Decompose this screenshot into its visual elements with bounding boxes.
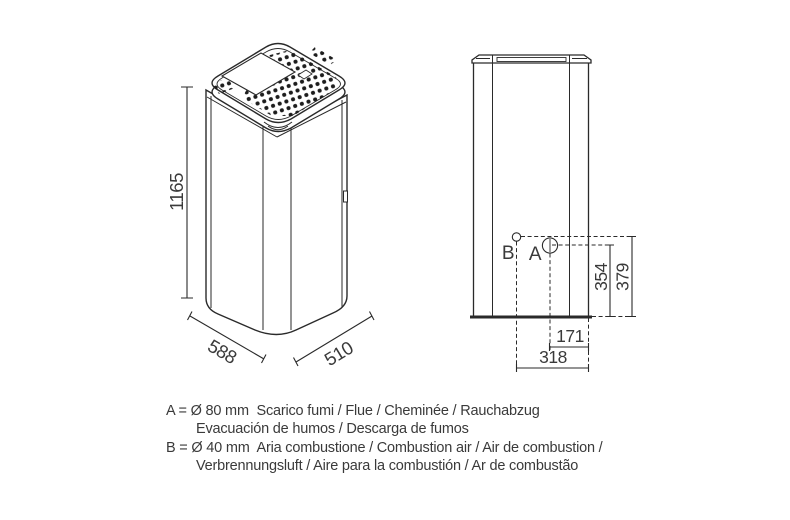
port-a-label: A <box>529 244 542 265</box>
dim-width-value: 588 <box>204 335 240 368</box>
dim-354-line <box>606 244 614 318</box>
iso-top-cap <box>211 42 346 133</box>
rear-body-lines <box>472 63 590 316</box>
dim-width-line <box>187 311 267 364</box>
rear-view: B A 354 379 <box>470 54 636 372</box>
rear-body <box>470 63 592 319</box>
dim-354-value: 354 <box>591 262 611 290</box>
dim-379-value: 379 <box>613 263 633 291</box>
rear-cap-dividers <box>492 55 570 63</box>
dim-171-value: 171 <box>556 326 584 346</box>
cap-rear-vent-patch <box>309 47 337 65</box>
rear-top-cap <box>471 54 592 64</box>
rear-dim-a-height: 354 <box>591 244 614 318</box>
port-b-label: B <box>502 243 514 264</box>
iso-door-latch <box>343 190 348 203</box>
iso-body-shoulder-lines <box>206 96 347 138</box>
rear-dim-a-offset: 171 <box>548 326 590 351</box>
rear-body-panel-lines <box>492 63 570 316</box>
rear-cap-outline <box>471 54 592 64</box>
cap-lid-tab <box>297 69 313 80</box>
dim-height-line <box>181 86 193 299</box>
iso-dim-height: 1165 <box>166 86 193 299</box>
cap-hopper-lid <box>220 52 297 96</box>
dim-depth-value: 510 <box>321 337 357 370</box>
cap-left-vent-patch <box>212 78 235 94</box>
dim-171-line <box>548 343 590 351</box>
legend-line-a-2: Evacuación de humos / Descarga de fumos <box>196 421 469 438</box>
iso-body-outline <box>205 88 348 336</box>
legend: A = Ø 80 mm Scarico fumi / Flue / Chemin… <box>166 402 706 475</box>
dim-depth-line <box>293 311 375 367</box>
iso-stove-body <box>205 88 348 336</box>
dim-height-value: 1165 <box>166 173 187 211</box>
iso-view: 1165 588 510 <box>166 42 375 370</box>
rear-ports: B A <box>502 232 559 265</box>
legend-line-a-1: A = Ø 80 mm Scarico fumi / Flue / Chemin… <box>166 403 540 419</box>
rear-dim-b-height: 379 <box>613 235 636 318</box>
dim-379-line <box>628 235 636 318</box>
iso-body-edge-lines <box>210 96 343 330</box>
rear-dim-b-offset: 318 <box>515 347 590 372</box>
dim-318-line <box>515 364 590 372</box>
dim-318-value: 318 <box>539 347 567 367</box>
rear-cap-vent-slot <box>496 57 567 62</box>
port-b-circle <box>511 232 522 242</box>
legend-line-b-1: B = Ø 40 mm Aria combustione / Combustio… <box>166 439 603 456</box>
legend-line-b-2: Verbrennungsluft / Aire para la combusti… <box>196 457 579 474</box>
cap-front-nose-arcs <box>263 121 293 131</box>
